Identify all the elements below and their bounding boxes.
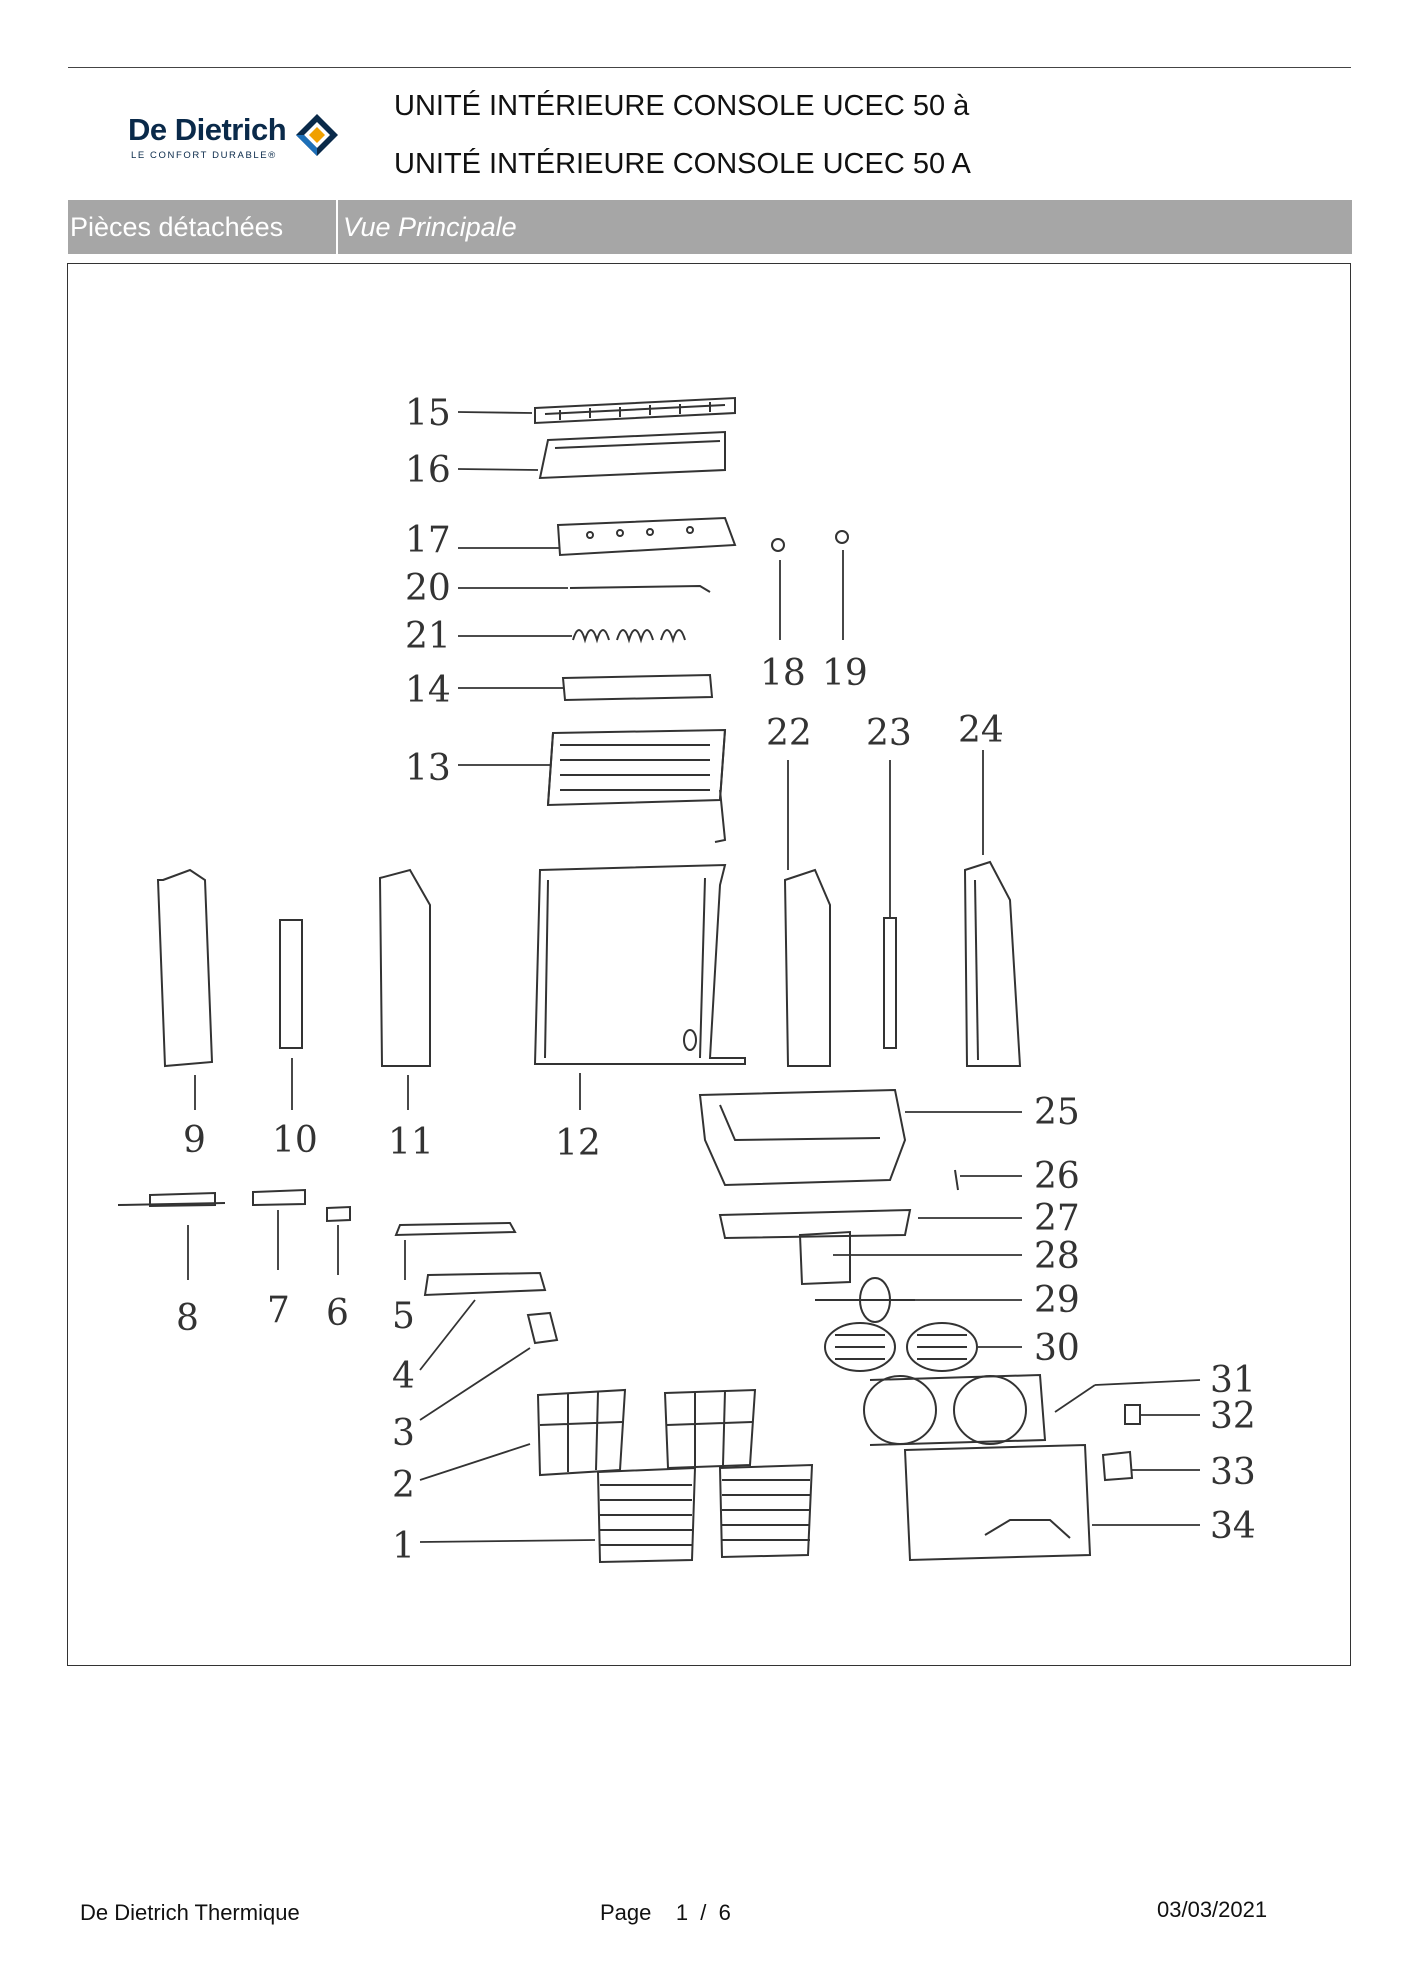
- document-title-line-1: UNITÉ INTÉRIEURE CONSOLE UCEC 50 à: [394, 90, 970, 122]
- callout-23: 23: [866, 713, 912, 754]
- callout-9: 9: [183, 1120, 206, 1161]
- part-29-fan-motor: [815, 1277, 915, 1323]
- part-33-component: [1101, 1450, 1134, 1482]
- callout-11: 11: [388, 1122, 434, 1163]
- callout-15: 15: [405, 393, 451, 434]
- callout-5: 5: [392, 1296, 415, 1337]
- part-5-cover-plate: [394, 1221, 517, 1237]
- callout-18: 18: [760, 653, 806, 694]
- footer-page-number: Page 1 / 6: [600, 1900, 731, 1925]
- part-14-flap: [561, 673, 714, 702]
- part-20-shaft: [569, 584, 711, 593]
- part-21-vanes: [572, 629, 686, 644]
- part-8-control-board: [117, 1191, 226, 1208]
- part-16-top-cover: [538, 430, 726, 480]
- diamond-logo-icon: [296, 114, 338, 156]
- callout-24: 24: [958, 710, 1004, 751]
- part-26-spring: [954, 1169, 959, 1191]
- callout-16: 16: [405, 450, 451, 491]
- part-19-knob: [835, 530, 849, 544]
- part-10-bracket: [279, 919, 303, 1049]
- part-30-fan-wheels: [824, 1322, 978, 1372]
- callout-31: 31: [1210, 1360, 1256, 1401]
- part-1-intake-grilles: [596, 1463, 814, 1564]
- part-24-front-panel: [963, 860, 1022, 1067]
- exploded-view-frame: [67, 263, 1351, 1666]
- callout-34: 34: [1210, 1506, 1256, 1547]
- part-18-knob: [771, 538, 785, 552]
- callout-7: 7: [267, 1290, 290, 1331]
- leader-lines: [187, 411, 1201, 1543]
- callout-labels: 15 16 17 20 21 14 13 18 19 22 23 24 9 10…: [176, 393, 1256, 1567]
- part-31-fan-housings: [863, 1373, 1047, 1446]
- callout-1: 1: [392, 1526, 415, 1567]
- brand-logo: De Dietrich LE CONFORT DURABLE®: [118, 108, 350, 170]
- callout-32: 32: [1210, 1396, 1256, 1437]
- callout-27: 27: [1034, 1198, 1080, 1239]
- callout-12: 12: [555, 1123, 601, 1164]
- section-divider: [336, 200, 338, 254]
- part-22-side-panel: [783, 868, 831, 1067]
- footer-company: De Dietrich Thermique: [80, 1900, 300, 1925]
- callout-19: 19: [822, 653, 868, 694]
- part-23-bracket: [883, 917, 897, 1049]
- footer-date: 03/03/2021: [1157, 1897, 1268, 1922]
- callout-26: 26: [1034, 1156, 1080, 1197]
- callout-17: 17: [405, 520, 451, 561]
- callout-29: 29: [1034, 1280, 1080, 1321]
- part-25-chassis: [698, 1088, 907, 1187]
- part-32-component: [1124, 1404, 1141, 1425]
- part-2-air-filters: [536, 1388, 757, 1477]
- callout-21: 21: [405, 616, 451, 657]
- part-4-electrical-box: [423, 1271, 547, 1297]
- callout-14: 14: [405, 670, 451, 711]
- callout-30: 30: [1034, 1328, 1080, 1369]
- part-17-louver-frame: [556, 516, 737, 557]
- part-27-drain-pan: [718, 1208, 912, 1240]
- logo-tagline: LE CONFORT DURABLE®: [131, 150, 277, 161]
- part-6-terminal: [326, 1205, 351, 1223]
- document-title-line-2: UNITÉ INTÉRIEURE CONSOLE UCEC 50 A: [394, 148, 971, 180]
- callout-6: 6: [326, 1293, 349, 1334]
- section-header-bar: Pièces détachées Vue Principale: [68, 200, 1352, 254]
- part-12-rear-frame: [533, 863, 746, 1065]
- callout-33: 33: [1210, 1452, 1256, 1493]
- part-11-side-panel: [378, 868, 431, 1067]
- part-9-left-side-panel: [156, 868, 214, 1068]
- part-13-heat-exchanger: [546, 728, 727, 843]
- view-name: Vue Principale: [343, 212, 517, 242]
- callout-8: 8: [176, 1298, 199, 1339]
- callout-10: 10: [272, 1120, 318, 1161]
- part-15-top-grille: [534, 396, 736, 425]
- callout-28: 28: [1034, 1236, 1080, 1277]
- top-rule: [68, 67, 1351, 68]
- callout-20: 20: [405, 568, 451, 609]
- logo-name: De Dietrich: [128, 112, 287, 147]
- callout-2: 2: [392, 1465, 415, 1506]
- section-label: Pièces détachées: [70, 212, 284, 242]
- part-34-front-grille-cover: [903, 1443, 1092, 1562]
- callout-4: 4: [392, 1356, 415, 1397]
- part-28-motor-bracket: [798, 1230, 851, 1286]
- part-7-pcb: [252, 1188, 306, 1207]
- callout-25: 25: [1034, 1092, 1080, 1133]
- part-3-sensor: [526, 1311, 559, 1345]
- callout-13: 13: [405, 748, 451, 789]
- callout-22: 22: [766, 713, 812, 754]
- callout-3: 3: [392, 1413, 415, 1454]
